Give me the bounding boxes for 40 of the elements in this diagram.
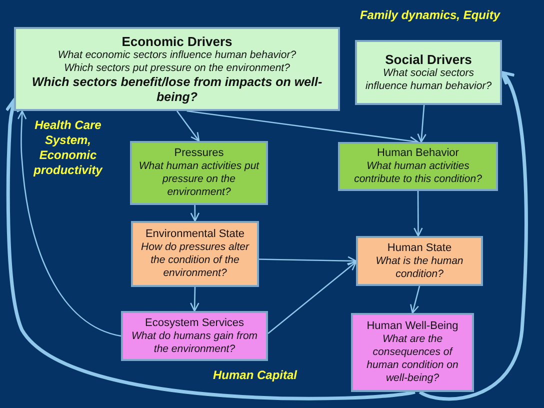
box-title: Social Drivers xyxy=(385,52,472,67)
arrow xyxy=(419,71,528,401)
driver-box xyxy=(355,40,502,105)
box-title: Human Behavior xyxy=(377,147,459,160)
arrow xyxy=(190,286,200,312)
driver-box xyxy=(14,27,340,111)
box-question: What are the consequences of human condition on well-being? xyxy=(366,333,460,385)
box-title: Pressures xyxy=(174,147,224,160)
box-title: Economic Drivers xyxy=(122,34,232,48)
box-title: Environmental State xyxy=(145,228,245,241)
box-question: What is the human condition? xyxy=(374,254,464,280)
state-box xyxy=(356,236,483,286)
service-box xyxy=(121,311,268,361)
box-question: What do humans gain from the environment? xyxy=(130,330,259,356)
box-question: What human activities contribute to this condition? xyxy=(353,160,483,186)
theme-label: Health Care System, Economic productivity xyxy=(32,118,104,178)
arrow xyxy=(414,191,423,237)
arrow xyxy=(258,256,357,266)
theme-label: Family dynamics, Equity xyxy=(358,8,502,23)
arrow xyxy=(176,110,200,142)
box-question: Which sectors benefit/lose from impacts on well-being? xyxy=(30,74,324,104)
arrow xyxy=(17,110,122,337)
box-question: What social sectors influence human behavior? xyxy=(364,67,493,93)
box-question: How do pressures alter the condition of the environment? xyxy=(140,241,250,280)
outcome-box xyxy=(351,313,474,392)
box-question: What human activities put pressure on the environment? xyxy=(138,160,260,199)
process-box xyxy=(130,141,268,205)
theme-label: Human Capital xyxy=(212,368,298,383)
box-title: Ecosystem Services xyxy=(144,316,244,330)
arrow xyxy=(410,286,420,314)
arrow xyxy=(268,261,357,334)
process-box xyxy=(338,142,498,191)
arrow xyxy=(417,104,426,143)
arrow xyxy=(5,98,416,400)
state-box xyxy=(131,221,259,287)
box-title: Human State xyxy=(387,242,452,254)
box-question: Which sectors put pressure on the environment? xyxy=(64,62,290,74)
box-title: Human Well-Being xyxy=(366,320,458,333)
box-question: What economic sectors influence human behavior? xyxy=(58,48,296,62)
arrow xyxy=(190,205,200,222)
